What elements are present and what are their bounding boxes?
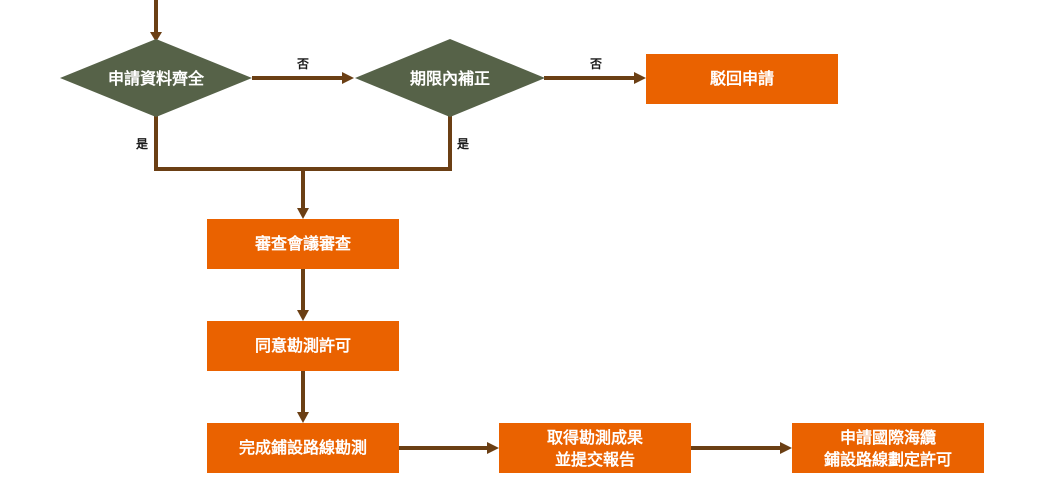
arrowhead-into-decision-deadline bbox=[342, 72, 354, 84]
connector-complete-yes bbox=[154, 116, 303, 171]
process-apply-cable-route-permit-label-line2: 鋪設路線劃定許可 bbox=[824, 450, 952, 469]
process-apply-cable-route-permit: 申請國際海纜 鋪設路線劃定許可 bbox=[792, 423, 984, 473]
process-complete-route-survey-label: 完成鋪設路線勘測 bbox=[239, 438, 367, 457]
process-approve-survey: 同意勘測許可 bbox=[207, 321, 399, 371]
arrowhead-into-decision-complete bbox=[150, 32, 162, 42]
decision-documents-complete-label: 申請資料齊全 bbox=[108, 69, 205, 88]
process-reject-application-box bbox=[646, 54, 838, 104]
arrowhead-into-permit bbox=[780, 442, 792, 454]
process-approve-survey-label: 同意勘測許可 bbox=[255, 336, 351, 355]
edge-label-complete-yes: 是 bbox=[135, 137, 149, 151]
decision-corrected-in-time: 期限內補正 bbox=[355, 39, 545, 117]
edge-label-deadline-yes: 是 bbox=[456, 137, 470, 151]
process-complete-route-survey-box bbox=[207, 423, 399, 473]
process-survey-results-report-label-line1: 取得勘測成果 bbox=[547, 428, 643, 447]
arrowhead-into-review bbox=[297, 208, 309, 219]
process-complete-route-survey: 完成鋪設路線勘測 bbox=[207, 423, 399, 473]
process-apply-cable-route-permit-box bbox=[792, 423, 984, 473]
decision-corrected-in-time-label: 期限內補正 bbox=[410, 69, 490, 88]
process-review-meeting-label: 審查會議審查 bbox=[254, 234, 351, 253]
process-survey-results-report-box bbox=[499, 423, 691, 473]
decision-documents-complete-shape bbox=[60, 39, 252, 117]
process-apply-cable-route-permit-label-line1: 申請國際海纜 bbox=[840, 428, 936, 447]
process-survey-results-report: 取得勘測成果 並提交報告 bbox=[499, 423, 691, 473]
decision-documents-complete: 申請資料齊全 bbox=[60, 39, 252, 117]
process-review-meeting-box bbox=[207, 219, 399, 269]
edge-label-deadline-no: 否 bbox=[589, 57, 602, 71]
process-review-meeting: 審查會議審查 bbox=[207, 219, 399, 269]
arrowhead-into-approve bbox=[297, 310, 309, 321]
process-survey-results-report-label-line2: 並提交報告 bbox=[555, 450, 635, 469]
process-reject-application: 駁回申請 bbox=[646, 54, 838, 104]
connector-deadline-yes bbox=[303, 116, 452, 171]
process-approve-survey-box bbox=[207, 321, 399, 371]
process-reject-application-label: 駁回申請 bbox=[709, 69, 774, 88]
arrowhead-into-complete-survey bbox=[297, 412, 309, 423]
decision-corrected-in-time-shape bbox=[355, 39, 545, 117]
arrowhead-into-results bbox=[487, 442, 499, 454]
arrowhead-into-reject bbox=[634, 72, 646, 84]
edge-label-complete-no: 否 bbox=[296, 57, 309, 71]
